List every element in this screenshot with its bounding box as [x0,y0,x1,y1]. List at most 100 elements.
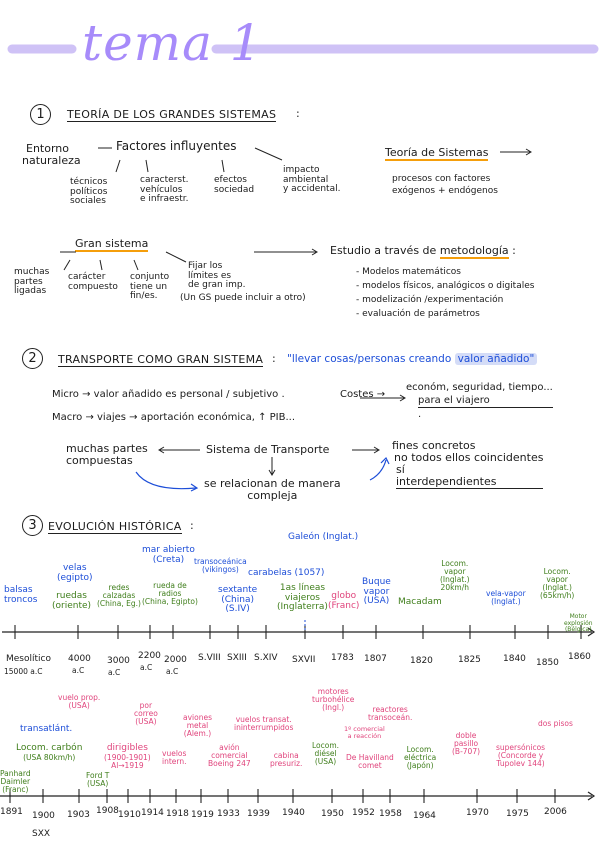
section-1-number: 1 [30,104,51,125]
tl1-tick: 2000 [164,655,187,665]
tl2-sublabel: SXX [32,829,51,839]
tl2-tick: 1918 [166,809,189,819]
tl1-tick: 4000 [68,654,91,664]
tl2-event: Locom. carbón(USA 80km/h) [16,743,83,762]
tl2-tick: 1900 [32,811,55,821]
gran-sistema-label: Gran sistema [75,237,149,252]
tl2-event: dirigibles(1900-1901)Al→1919 [104,743,151,770]
tl2-tick: 1970 [466,808,489,818]
tl2-tick: 1891 [0,807,23,817]
tl1-tick: SXVII [292,655,316,665]
timeline-2-axis [0,789,596,803]
tl1-event: globo(Franc) [328,591,360,611]
tl1-event: mar abierto(Creta) [142,545,195,565]
tl2-tick: 1940 [282,808,305,818]
tl2-event: vuelos transat.ininterrumpidos [234,715,294,732]
section-3-colon: : [190,519,194,532]
micro-line: Micro → valor añadido es personal / subj… [52,389,285,400]
tl2-event: Locom.eléctrica(Japón) [404,745,437,770]
tl2-tick: 1908 [96,806,119,816]
section-1-heading: TEORÍA DE LOS GRANDES SISTEMAS [67,108,277,122]
section-3-heading: EVOLUCIÓN HISTÓRICA [48,520,182,534]
tl1-event: Locom.vapor(Inglat.)(65km/h) [540,567,575,600]
tl1-tick: 1850 [536,658,559,668]
section-3-number: 3 [22,515,43,536]
tl2-event: dos pisos [538,719,573,728]
costes-detail: económ, seguridad, tiempo... para el via… [406,382,553,420]
tl2-tick: 1919 [191,810,214,820]
tl2-event: vuelo prop.(USA) [58,693,101,710]
tl1-event: Galeón (Inglat.) [288,532,359,542]
tl1-event: sextante(China)(S.IV) [218,585,258,614]
tl1-sublabel: a.C [72,666,85,675]
tl1-tick: 2200 [138,651,161,661]
tl2-tick: 1914 [141,808,164,818]
tl1-sublabel: a.C [140,663,153,672]
tl1-tick: 1807 [364,654,387,664]
tl2-tick: 2006 [544,807,567,817]
tl1-tick: 3000 [107,656,130,666]
timeline-1-axis [2,620,596,639]
tl2-tick: 1975 [506,809,529,819]
section-2-number: 2 [22,348,43,369]
tl2-tick: 1903 [67,810,90,820]
tl2-tick: 1939 [247,809,270,819]
tl2-tick: 1952 [352,808,375,818]
tl2-event: Locom.diésel(USA) [312,741,340,766]
metodos-list: - Modelos matemáticos- modelos físicos, … [356,267,535,319]
tl1-event: Macadam [398,597,442,607]
sistema-transporte-label: Sistema de Transporte [206,443,330,456]
tl1-sublabel: 15000 a.C [4,667,43,676]
tl2-tick: 1933 [217,809,240,819]
tl1-tick: SXIII [227,653,247,663]
costes-label: Costes → [340,389,386,400]
transport-definition: "llevar cosas/personas creando valor aña… [287,353,538,365]
section-1-arrows [60,147,532,271]
section-2-heading: TRANSPORTE COMO GRAN SISTEMA [58,353,264,367]
page-title: tema 1 [82,14,263,72]
teoria-sistemas-label: Teoría de Sistemas [385,146,489,161]
section-1-colon: : [296,107,300,120]
factores-label: Factores influyentes [116,139,237,153]
tl1-event: velas(egipto) [57,563,93,583]
tl1-tick: 1860 [568,652,591,662]
tl2-tick: 1958 [379,809,402,819]
macro-line: Macro → viajes → aportación económica, ↑… [52,412,296,423]
tl1-tick: S.XIV [254,653,278,663]
tl2-tick: 1964 [413,811,436,821]
tl1-event: ruedas(oriente) [52,591,92,611]
tl2-event: transatlánt. [20,724,73,734]
tl1-event: transoceánica(vikingos) [194,557,247,574]
estudio-label: Estudio a través de metodología : [330,244,516,259]
tl1-tick: 1783 [331,653,354,663]
tl1-tick: Mesolítico [6,654,51,664]
tl1-tick: 1840 [503,654,526,664]
